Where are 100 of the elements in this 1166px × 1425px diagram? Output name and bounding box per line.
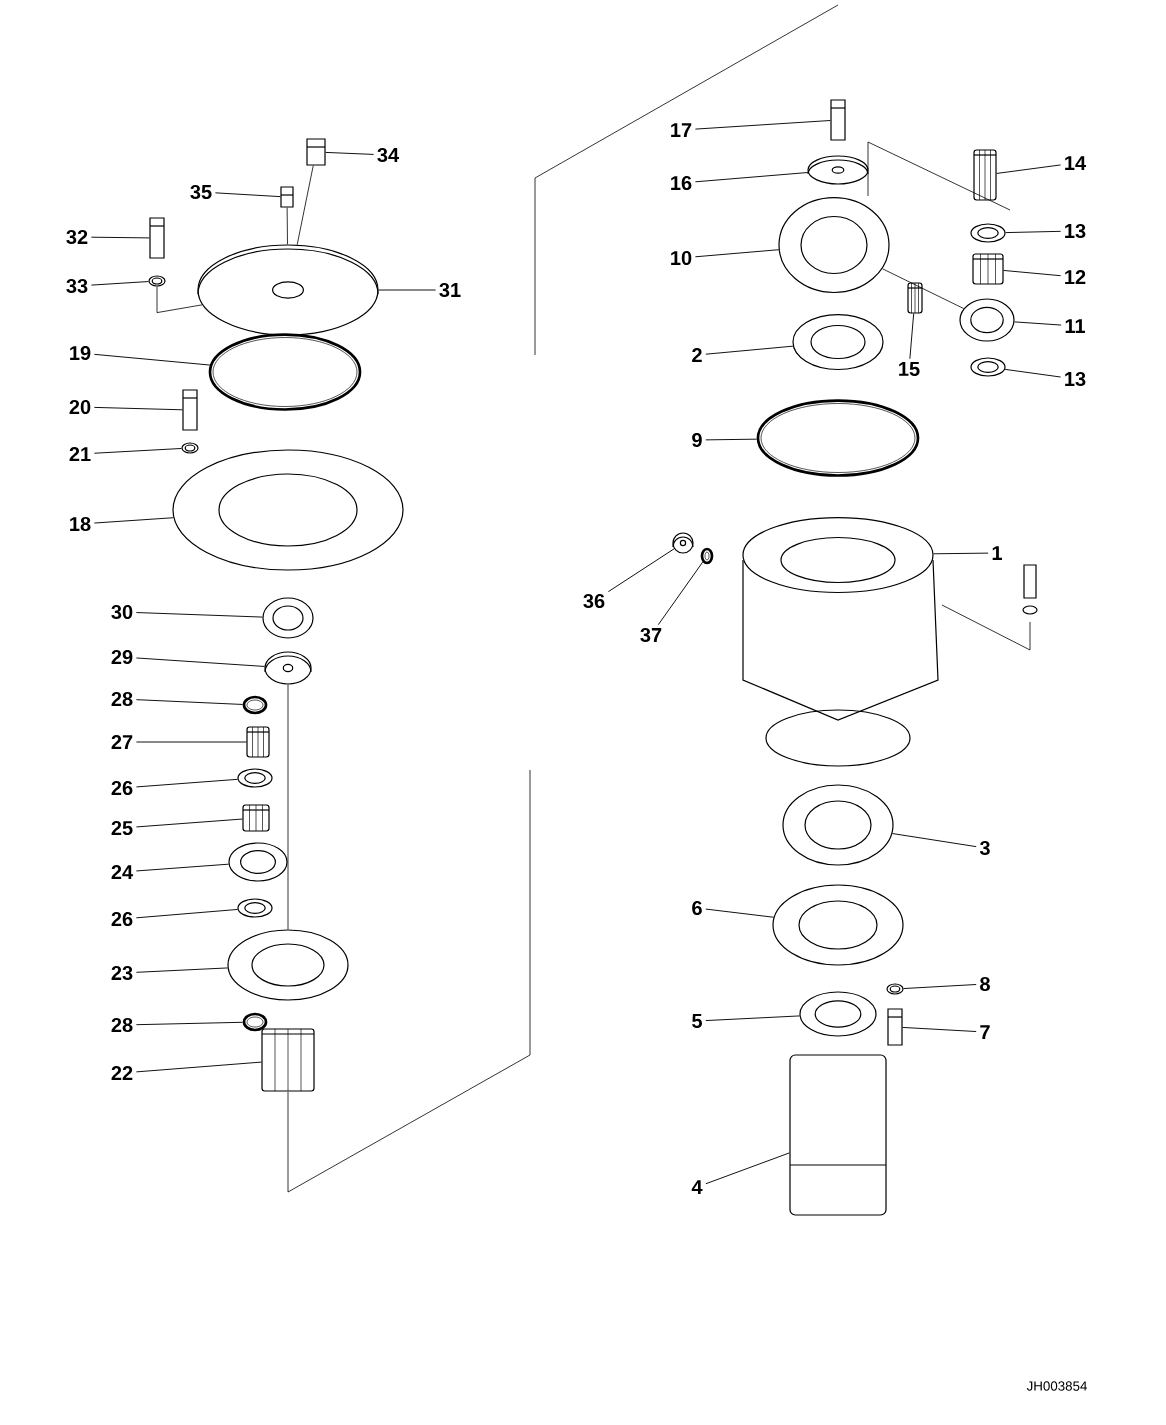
callout-number: 4 [691, 1180, 703, 1194]
washer-drawing [237, 768, 273, 788]
bearing-drawing [792, 313, 884, 371]
callout-number: 36 [583, 593, 605, 609]
callout-number: 14 [1065, 156, 1086, 170]
callout-number: 1 [992, 546, 1002, 560]
drawing-number: JH003854 [1026, 1381, 1087, 1391]
bearing-drawing [782, 784, 894, 866]
bolt-drawing [149, 217, 165, 259]
callout-number: 33 [66, 278, 88, 294]
assembly-line [286, 207, 288, 245]
seal-ring-drawing [799, 991, 877, 1037]
callout-number: 35 [190, 184, 212, 200]
o-ring-drawing [208, 333, 362, 411]
callout-number: 18 [70, 516, 91, 532]
callout-number: 12 [1065, 270, 1086, 284]
pin-drawing [973, 149, 997, 201]
callout-number: 29 [111, 649, 133, 665]
leader-line [902, 1026, 977, 1032]
leader-line [694, 249, 780, 258]
assembly-line [296, 165, 314, 246]
callout-number: 28 [111, 1017, 133, 1033]
snap-ring-drawing [242, 695, 268, 715]
ring-gear-drawing [172, 449, 404, 571]
leader-line [135, 612, 263, 618]
washer-drawing [181, 442, 199, 454]
leader-line [933, 552, 989, 555]
callout-number: 27 [111, 735, 133, 749]
leader-line [135, 657, 265, 667]
leader-line [135, 741, 247, 743]
leader-line [135, 909, 239, 919]
washer-drawing [886, 983, 904, 995]
leader-line [93, 353, 211, 366]
callout-number: 25 [111, 820, 133, 836]
plate-drawing [807, 155, 869, 185]
leader-line [135, 778, 239, 788]
callout-number: 7 [980, 1025, 990, 1039]
callout-number: 20 [69, 399, 91, 415]
callout-number: 16 [671, 175, 692, 191]
callout-number: 13 [1065, 223, 1086, 239]
pin-drawing [907, 282, 923, 314]
callout-number: 10 [671, 250, 692, 266]
leader-line [135, 818, 243, 828]
washer-drawing [237, 898, 273, 918]
leader-line [996, 164, 1062, 174]
callout-number: 37 [640, 627, 662, 643]
callout-number: 24 [111, 865, 133, 879]
leader-line [909, 313, 915, 360]
callout-number: 32 [66, 229, 88, 245]
callout-number: 22 [111, 1066, 133, 1080]
callout-number: 34 [377, 147, 399, 163]
callout-number: 26 [111, 780, 133, 796]
leader-line [135, 967, 229, 973]
leader-line [93, 406, 183, 411]
bolt-drawing [830, 99, 846, 141]
leader-line [135, 1061, 262, 1073]
leader-line [214, 192, 281, 198]
plug-drawing [672, 532, 694, 554]
callout-number: 9 [692, 432, 702, 448]
leader-line [705, 1015, 800, 1022]
leader-line [135, 1021, 244, 1026]
leader-line [93, 448, 182, 454]
bearing-drawing [262, 597, 314, 639]
leader-line [1004, 368, 1062, 378]
leader-line [705, 1152, 790, 1185]
leader-line [90, 236, 150, 239]
cover-drawing [197, 244, 379, 336]
callout-number: 23 [111, 965, 133, 981]
thrust-washer-drawing [264, 651, 312, 685]
callout-number: 5 [692, 1014, 702, 1028]
callout-number: 30 [111, 604, 133, 620]
callout-number: 15 [899, 362, 920, 376]
needle-bearing-drawing [242, 804, 270, 832]
plug-drawing [280, 186, 294, 208]
leader-line [93, 517, 174, 524]
leader-line [705, 908, 775, 918]
leader-line [90, 281, 149, 286]
callout-number: 13 [1065, 371, 1086, 387]
housing-drawing [742, 516, 939, 721]
leader-line [1014, 321, 1062, 326]
callout-number: 17 [671, 123, 692, 137]
callout-number: 19 [70, 345, 91, 361]
carrier-drawing [227, 929, 349, 1001]
leader-line [891, 833, 977, 848]
gear-drawing [228, 842, 288, 882]
callout-number: 31 [439, 282, 461, 298]
washer-drawing [970, 223, 1006, 243]
gear-drawing [261, 1028, 315, 1092]
retainer-drawing [772, 884, 904, 966]
callout-number: 26 [111, 911, 133, 927]
callout-number: 21 [69, 447, 91, 461]
callout-number: 6 [692, 900, 702, 916]
callout-number: 8 [980, 976, 990, 992]
assembly-line [287, 684, 289, 930]
bolt-drawing [887, 1008, 903, 1046]
assembly-line [156, 286, 203, 313]
leader-line [325, 151, 375, 155]
callout-number: 28 [111, 691, 133, 707]
leader-line [378, 289, 437, 291]
leader-line [135, 699, 244, 705]
